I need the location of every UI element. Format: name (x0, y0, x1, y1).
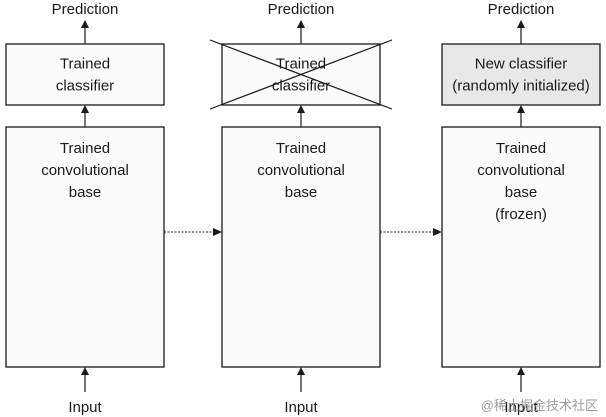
input-label: Input (284, 399, 318, 416)
base-label-line: convolutional (257, 162, 345, 179)
base-label-line: base (505, 184, 538, 201)
convolutional-base-box: Trained convolutional base (frozen) (441, 126, 601, 368)
arrow-to-prediction (297, 20, 305, 44)
base-label-line: (frozen) (495, 206, 547, 223)
arrow-to-prediction (81, 20, 89, 44)
base-label-line: Trained (276, 140, 326, 157)
convolutional-base-box: Trained convolutional base (221, 126, 381, 368)
base-label-line: base (285, 184, 318, 201)
arrow-to-prediction (517, 20, 525, 44)
classifier-box: Trained classifier (5, 43, 165, 106)
arrow-input-to-base (297, 367, 305, 392)
discard-cross-icon (209, 39, 393, 110)
base-label-line: Trained (60, 140, 110, 157)
arrow-base-to-classifier (517, 105, 525, 127)
classifier-label-line: New classifier (475, 56, 568, 73)
input-label: Input (68, 399, 102, 416)
arrow-base-to-classifier (297, 105, 305, 127)
stage-connector-arrow (380, 228, 442, 236)
column-1: PredictionTrainedclassifierTrainedconvol… (5, 1, 165, 416)
base-label-line: convolutional (477, 162, 565, 179)
classifier-box: New classifier (randomly initialized) (441, 43, 601, 106)
prediction-label: Prediction (268, 1, 335, 18)
prediction-label: Prediction (52, 1, 119, 18)
classifier-label-line: classifier (272, 78, 330, 95)
classifier-box: Trained classifier (209, 39, 393, 110)
input-label: Input (504, 399, 538, 416)
arrow-input-to-base (81, 367, 89, 392)
base-label-line: Trained (496, 140, 546, 157)
stage-connector-arrow (164, 228, 222, 236)
base-label-line: convolutional (41, 162, 129, 179)
arrow-base-to-classifier (81, 105, 89, 127)
prediction-label: Prediction (488, 1, 555, 18)
classifier-label-line: Trained (276, 56, 326, 73)
convolutional-base-box: Trained convolutional base (5, 126, 165, 368)
classifier-label-line: classifier (56, 78, 114, 95)
column-2: PredictionTrainedclassifierTrainedconvol… (209, 1, 393, 416)
classifier-label-line: (randomly initialized) (452, 78, 590, 95)
watermark-text: @稀土掘金技术社区 (481, 398, 598, 413)
arrow-input-to-base (517, 367, 525, 392)
base-label-line: base (69, 184, 102, 201)
classifier-label-line: Trained (60, 56, 110, 73)
